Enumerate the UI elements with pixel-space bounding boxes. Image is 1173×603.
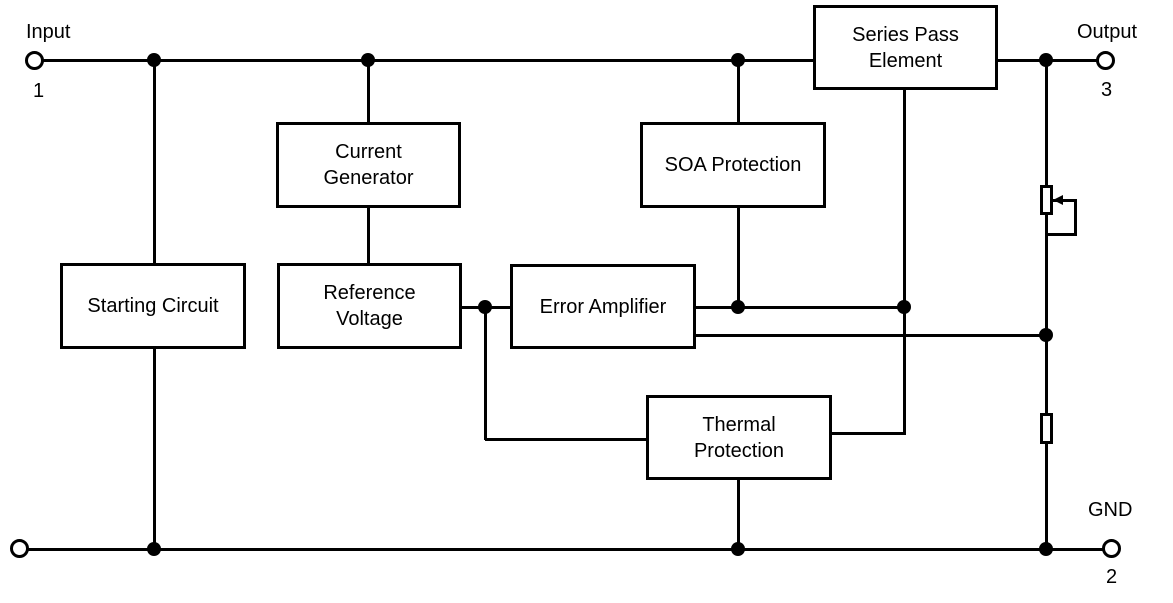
junction-dot xyxy=(731,542,745,556)
output-terminal-circle xyxy=(1096,51,1115,70)
wire-thermal-to-ground xyxy=(737,479,740,550)
wire-series-pass-drive xyxy=(903,89,906,434)
block-label-line: Reference xyxy=(323,282,416,304)
wire-current-generator-top xyxy=(367,59,370,123)
wire-error-amp-feedback xyxy=(696,334,1048,337)
block-starting-circuit: Starting Circuit xyxy=(60,263,246,349)
wire-divider-middle xyxy=(1045,214,1048,414)
block-label-line: Current xyxy=(335,141,402,163)
wire-thermal-left-link xyxy=(485,438,646,441)
wire-input-rail xyxy=(43,59,813,62)
junction-dot xyxy=(361,53,375,67)
junction-dot xyxy=(1039,328,1053,342)
gnd-pin-number: 2 xyxy=(1106,566,1118,588)
junction-dot xyxy=(147,53,161,67)
junction-dot xyxy=(897,300,911,314)
wire-current-generator-bottom xyxy=(367,207,370,264)
block-label-line: Voltage xyxy=(336,308,403,330)
wire-starting-circuit-bottom xyxy=(153,348,156,550)
block-label-line: SOA Protection xyxy=(664,154,802,176)
block-current-generator: Current Generator xyxy=(276,122,461,208)
resistor-symbol xyxy=(1040,413,1053,444)
potentiometer-wiper-arrow-icon xyxy=(1053,195,1063,205)
junction-dot xyxy=(731,300,745,314)
input-label: Input xyxy=(26,21,71,43)
gnd-label: GND xyxy=(1088,499,1133,521)
input-pin-number: 1 xyxy=(33,80,45,102)
block-label-line: Series Pass xyxy=(852,23,959,46)
input-terminal-circle xyxy=(25,51,44,70)
wire-wiper-return-side xyxy=(1074,199,1077,236)
block-error-amplifier: Error Amplifier xyxy=(510,264,696,349)
block-series-pass-element: Series Pass Element xyxy=(813,5,998,90)
block-label-line: Protection xyxy=(693,439,785,462)
ground-terminal-circle xyxy=(1102,539,1121,558)
wire-reference-down xyxy=(484,306,487,440)
output-pin-number: 3 xyxy=(1101,79,1113,101)
block-label-line: Generator xyxy=(323,167,414,189)
block-reference-voltage: Reference Voltage xyxy=(277,263,462,349)
wire-divider-top xyxy=(1045,59,1048,186)
wire-thermal-right-link xyxy=(832,432,906,435)
wire-error-amp-output-upper xyxy=(696,306,906,309)
junction-dot xyxy=(147,542,161,556)
block-soa-protection: SOA Protection xyxy=(640,122,826,208)
wire-ground-rail xyxy=(28,548,1103,551)
wire-divider-bottom xyxy=(1045,443,1048,550)
block-label-line: Thermal xyxy=(702,413,776,436)
output-label: Output xyxy=(1077,21,1138,43)
ground-terminal-circle-left xyxy=(10,539,29,558)
block-label-line: Element xyxy=(868,49,943,72)
block-label-line: Error Amplifier xyxy=(539,295,667,318)
junction-dot xyxy=(1039,53,1053,67)
block-thermal-protection: Thermal Protection xyxy=(646,395,832,480)
potentiometer-symbol xyxy=(1040,185,1053,215)
wire-starting-circuit-top xyxy=(153,59,156,264)
wire-wiper-return-bottom xyxy=(1045,233,1077,236)
junction-dot xyxy=(731,53,745,67)
block-label-line: Starting Circuit xyxy=(87,295,219,317)
junction-dot xyxy=(1039,542,1053,556)
junction-dot xyxy=(478,300,492,314)
wire-soa-bottom xyxy=(737,207,740,308)
wire-wiper-tap xyxy=(1053,199,1076,202)
wire-soa-top xyxy=(737,59,740,123)
